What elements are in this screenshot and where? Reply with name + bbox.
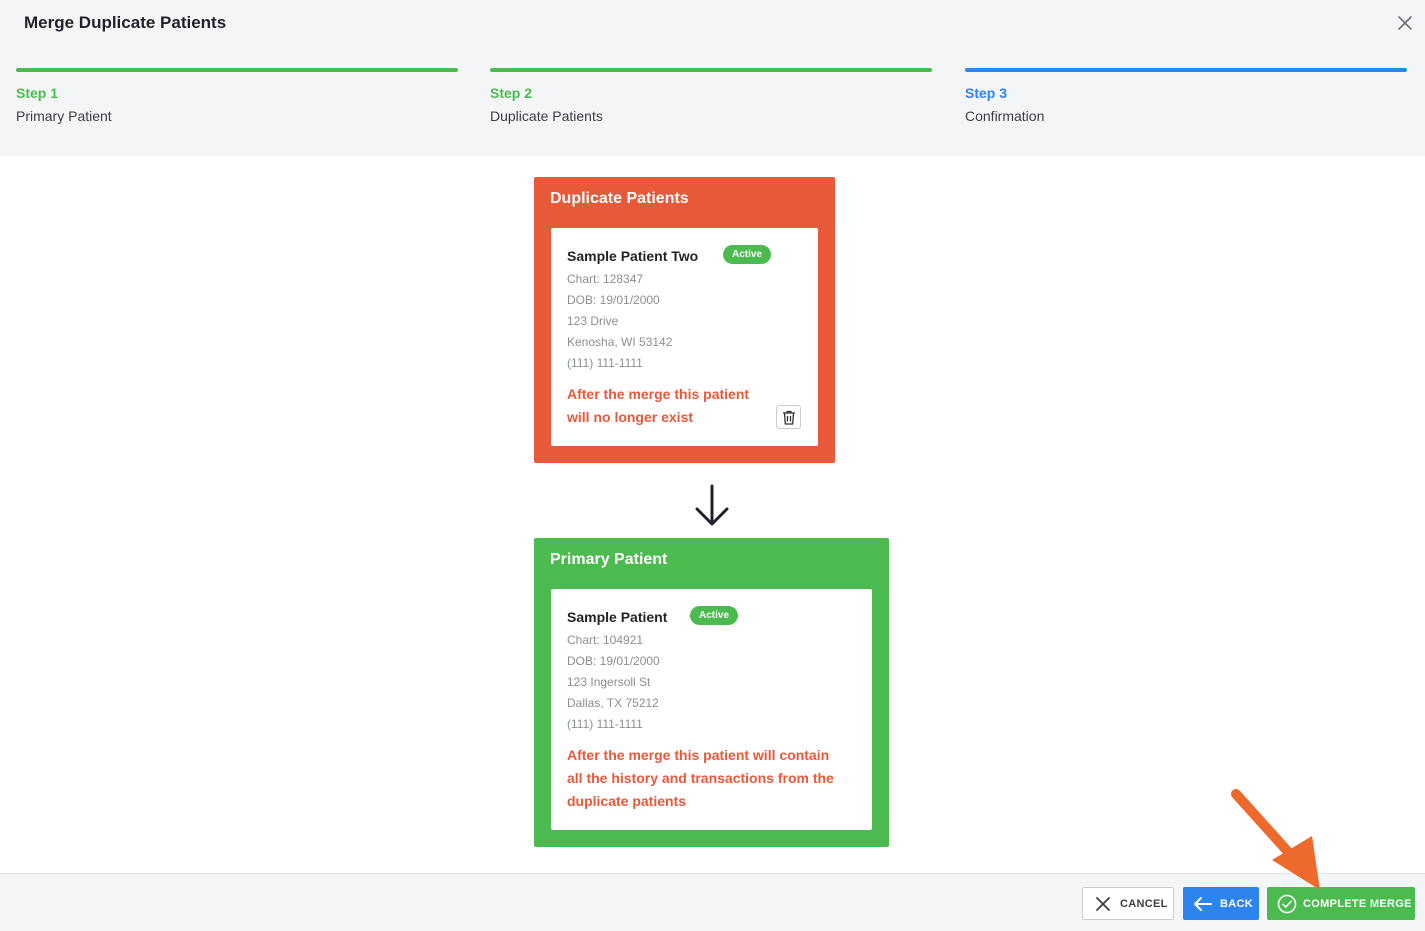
step-1-progress-bar [16, 68, 458, 72]
patient-address-line2: Dallas, TX 75212 [567, 696, 659, 710]
patient-address-line1: 123 Ingersoll St [567, 675, 651, 689]
merge-note-line: After the merge this patient will contai… [567, 747, 830, 763]
patient-dob: DOB: 19/01/2000 [567, 654, 660, 668]
patient-name: Sample Patient [567, 609, 668, 625]
merge-warning-line: will no longer exist [567, 409, 694, 425]
merge-warning: After the merge this patient will no lon… [567, 383, 749, 429]
patient-chart: Chart: 128347 [567, 272, 644, 286]
step-1-label: Step 1 [16, 85, 59, 101]
arrow-left-icon [1194, 896, 1212, 911]
step-2: Step 2 Duplicate Patients [490, 68, 932, 125]
step-1-name: Primary Patient [16, 108, 112, 124]
cancel-button-label: CANCEL [1120, 897, 1168, 910]
check-circle-icon [1277, 894, 1297, 913]
patient-phone: (111) 111-1111 [567, 717, 643, 731]
patient-dob: DOB: 19/01/2000 [567, 293, 660, 307]
remove-duplicate-button[interactable] [776, 405, 801, 429]
step-3-progress-bar [965, 68, 1407, 72]
merge-warning-line: After the merge this patient [567, 386, 750, 402]
cancel-button[interactable]: CANCEL [1082, 887, 1174, 920]
patient-chart: Chart: 104921 [567, 633, 644, 647]
dialog-footer: CANCEL BACK COMPLETE MERGE [0, 873, 1425, 931]
complete-merge-button[interactable]: COMPLETE MERGE [1267, 887, 1415, 920]
step-3-name: Confirmation [965, 108, 1045, 124]
step-3: Step 3 Confirmation [965, 68, 1407, 125]
arrow-down-icon [695, 484, 729, 526]
back-button-label: BACK [1220, 897, 1253, 910]
merge-note-line: all the history and transactions from th… [567, 770, 834, 786]
duplicate-patient-card: Sample Patient Two Active Chart: 128347 … [551, 228, 818, 446]
duplicate-patients-panel: Duplicate Patients Sample Patient Two Ac… [534, 177, 835, 463]
patient-address-line1: 123 Drive [567, 314, 619, 328]
close-icon [1398, 16, 1412, 30]
patient-details: Chart: 128347 DOB: 19/01/2000 123 Drive … [567, 269, 672, 374]
merge-note-line: duplicate patients [567, 793, 687, 809]
patient-name: Sample Patient Two [567, 248, 699, 264]
patient-details: Chart: 104921 DOB: 19/01/2000 123 Ingers… [567, 630, 660, 735]
status-badge: Active [690, 606, 739, 625]
dialog-header: Merge Duplicate Patients Step 1 Primary … [0, 0, 1425, 156]
primary-patient-card: Sample Patient Active Chart: 104921 DOB:… [551, 589, 872, 830]
step-3-label: Step 3 [965, 85, 1008, 101]
step-2-name: Duplicate Patients [490, 108, 603, 124]
status-badge: Active [723, 245, 772, 264]
merge-note: After the merge this patient will contai… [567, 744, 834, 813]
callout-arrow-icon [1231, 789, 1320, 890]
step-1: Step 1 Primary Patient [16, 68, 458, 125]
patient-phone: (111) 111-1111 [567, 356, 643, 370]
dialog-title: Merge Duplicate Patients [24, 13, 227, 32]
primary-patient-panel: Primary Patient Sample Patient Active Ch… [534, 538, 889, 847]
complete-merge-button-label: COMPLETE MERGE [1303, 897, 1412, 910]
back-button[interactable]: BACK [1183, 887, 1259, 920]
step-2-label: Step 2 [490, 85, 533, 101]
close-icon [1096, 896, 1110, 911]
duplicate-panel-title: Duplicate Patients [550, 190, 689, 207]
patient-address-line2: Kenosha, WI 53142 [567, 335, 673, 349]
primary-panel-title: Primary Patient [550, 551, 668, 568]
trash-icon [783, 410, 795, 425]
step-2-progress-bar [490, 68, 932, 72]
close-button[interactable] [1394, 12, 1416, 34]
